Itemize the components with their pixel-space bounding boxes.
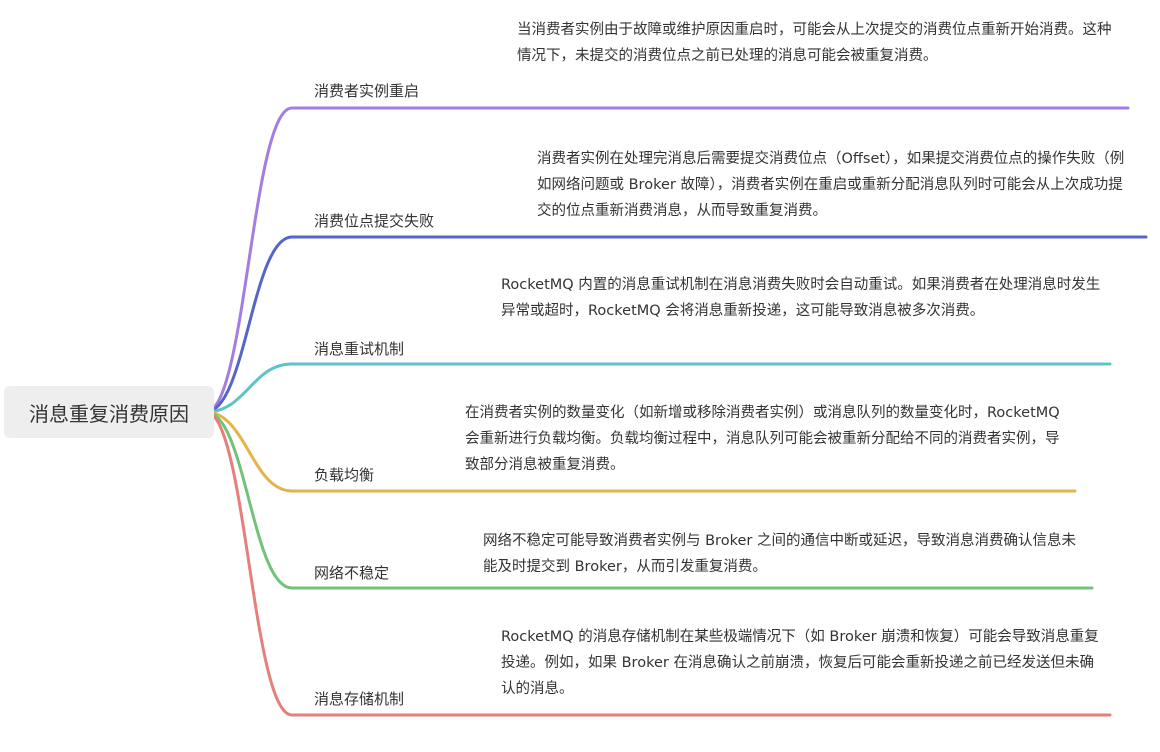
branch-connector — [204, 235, 1148, 414]
branch-desc-load-balancing: 在消费者实例的数量变化（如新增或移除消费者实例）或消息队列的数量变化时，Rock… — [465, 405, 1060, 473]
branch-desc-network-instability: 网络不稳定可能导致消费者实例与 Broker 之间的通信中断或延迟，导致消息消费… — [483, 533, 1076, 575]
branch-connector — [204, 410, 1094, 590]
branch-desc-retry-mechanism: RocketMQ 内置的消息重试机制在消息消费失败时会自动重试。如果消费者在处理… — [501, 277, 1101, 319]
branch-topic-storage-mechanism[interactable]: 消息存储机制 — [314, 690, 405, 708]
branch-connector — [204, 410, 1112, 717]
branch-topic-network-instability[interactable]: 网络不稳定 — [314, 564, 390, 582]
branch-connector — [204, 362, 1112, 414]
branch-topic-offset-commit-failure[interactable]: 消费位点提交失败 — [314, 212, 435, 230]
branch-connector — [204, 106, 1130, 414]
branch-topic-consumer-restart[interactable]: 消费者实例重启 — [314, 82, 420, 100]
root-node[interactable]: 消息重复消费原因 — [4, 386, 214, 438]
branch-desc-offset-commit-failure: 消费者实例在处理完消息后需要提交消费位点（Offset），如果提交消费位点的操作… — [537, 151, 1125, 219]
branch-topic-retry-mechanism[interactable]: 消息重试机制 — [314, 340, 405, 358]
branch-topic-load-balancing[interactable]: 负载均衡 — [314, 466, 375, 484]
branch-connector — [204, 410, 1077, 493]
root-label: 消息重复消费原因 — [29, 401, 189, 426]
branch-desc-consumer-restart: 当消费者实例由于故障或维护原因重启时，可能会从上次提交的消费位点重新开始消费。这… — [517, 22, 1112, 64]
branch-desc-storage-mechanism: RocketMQ 的消息存储机制在某些极端情况下（如 Broker 崩溃和恢复）… — [501, 629, 1099, 697]
